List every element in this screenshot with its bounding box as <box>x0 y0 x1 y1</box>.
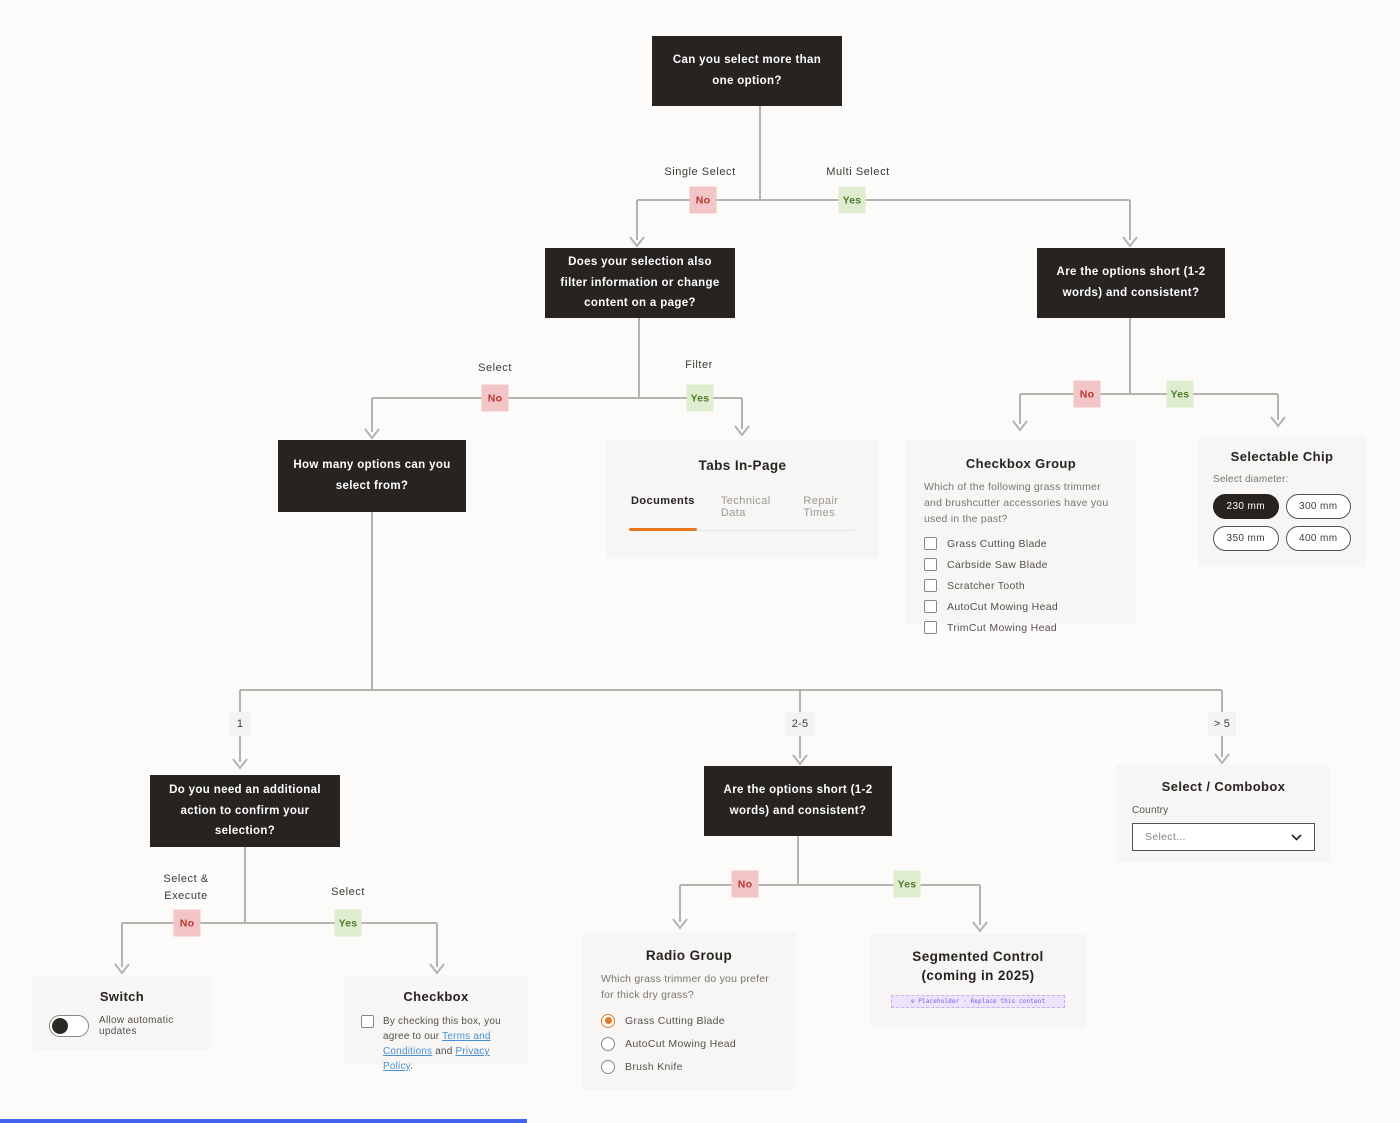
checkbox-icon[interactable] <box>924 579 937 593</box>
checkbox-label: TrimCut Mowing Head <box>947 621 1058 634</box>
radio-option[interactable]: Brush Knife <box>601 1059 777 1074</box>
checkbox-label: AutoCut Mowing Head <box>947 600 1059 613</box>
card-selectable-chip: Selectable Chip Select diameter: 230 mm … <box>1199 435 1365 565</box>
radio-option[interactable]: AutoCut Mowing Head <box>601 1036 777 1051</box>
card-subtitle: (coming in 2025) <box>921 968 1035 983</box>
question-text: Are the options short (1-2 words) and co… <box>1056 266 1206 299</box>
question-additional-action-confirm: Do you need an additional action to conf… <box>150 775 340 847</box>
radio-icon[interactable] <box>601 1036 615 1051</box>
card-tabs-in-page: Tabs In-Page Documents Technical Data Re… <box>607 440 878 557</box>
card-title: Checkbox <box>403 989 469 1004</box>
checkbox-icon[interactable] <box>924 537 937 551</box>
card-title: Checkbox Group <box>965 456 1077 471</box>
chip-no-short-top: No <box>1073 380 1101 408</box>
toggle-switch[interactable] <box>49 1015 89 1037</box>
card-title: Selectable Chip <box>1230 449 1334 464</box>
checkbox-label: Scratcher Tooth <box>947 579 1026 592</box>
tab-bar: Documents Technical Data Repair Times <box>607 495 878 531</box>
bottom-blue-strip <box>0 1119 527 1123</box>
chip-yes-short-top: Yes <box>1166 380 1194 408</box>
radio-selected-icon[interactable] <box>601 1013 615 1028</box>
tab-technical-data[interactable]: Technical Data <box>720 495 771 519</box>
radio-group-question: Which grass trimmer do you prefer for th… <box>601 973 769 1001</box>
checkbox-icon[interactable] <box>924 600 937 614</box>
card-radio-group: Radio Group Which grass trimmer do you p… <box>583 932 795 1088</box>
chip-count-gt5: > 5 <box>1207 712 1237 736</box>
question-how-many-options: How many options can you select from? <box>278 440 466 512</box>
radio-label: Grass Cutting Blade <box>625 1014 725 1027</box>
card-title: Switch <box>99 989 145 1004</box>
tab-documents[interactable]: Documents <box>629 495 697 531</box>
checkbox-option[interactable]: Scratcher Tooth <box>924 579 1118 593</box>
chip-no-single: No <box>689 186 717 214</box>
card-switch: Switch Allow automatic updates <box>33 975 211 1048</box>
checkbox-icon[interactable] <box>924 558 937 572</box>
checkbox-option[interactable]: Carbside Saw Blade <box>924 558 1118 572</box>
checkbox-label: Carbside Saw Blade <box>947 558 1048 571</box>
toggle-knob <box>52 1018 68 1034</box>
checkbox-option[interactable]: TrimCut Mowing Head <box>924 621 1118 635</box>
chip-yes-multi: Yes <box>838 186 866 214</box>
chip-350mm[interactable]: 350 mm <box>1213 526 1279 551</box>
question-text: Does your selection also filter informat… <box>560 255 720 310</box>
checkbox-label: Grass Cutting Blade <box>947 537 1047 550</box>
branch-label-select-2: Select <box>331 886 365 898</box>
question-text: Are the options short (1-2 words) and co… <box>723 784 873 817</box>
combobox-label: Country <box>1132 805 1169 816</box>
branch-label-single-select: Single Select <box>664 166 736 178</box>
card-segmented-control: Segmented Control (coming in 2025) ⊕ Pla… <box>871 934 1085 1027</box>
chevron-down-icon <box>1291 833 1302 841</box>
placeholder-bar: ⊕ Placeholder · Replace this content <box>891 995 1065 1008</box>
card-checkbox-group: Checkbox Group Which of the following gr… <box>906 440 1136 635</box>
country-select[interactable]: Select... <box>1132 823 1315 851</box>
radio-icon[interactable] <box>601 1059 615 1074</box>
chip-count-1: 1 <box>229 712 251 736</box>
switch-label: Allow automatic updates <box>99 1015 174 1037</box>
checkbox-option[interactable]: AutoCut Mowing Head <box>924 600 1118 614</box>
branch-label-select-execute: Select & Execute <box>163 872 209 902</box>
checkbox-icon[interactable] <box>361 1015 374 1028</box>
chip-no-short-bottom: No <box>731 870 759 898</box>
radio-label: AutoCut Mowing Head <box>625 1037 737 1050</box>
question-options-short-top: Are the options short (1-2 words) and co… <box>1037 248 1225 318</box>
checkbox-icon[interactable] <box>924 621 937 635</box>
chip-no-confirm: No <box>173 909 201 937</box>
card-title: Select / Combobox <box>1161 779 1286 794</box>
terms-link[interactable]: Terms and Conditions <box>383 1031 491 1057</box>
checkbox-group-question: Which of the following grass trimmer and… <box>924 481 1109 525</box>
question-selection-filters-content: Does your selection also filter informat… <box>545 248 735 318</box>
tab-repair-times[interactable]: Repair Times <box>803 495 839 519</box>
radio-option[interactable]: Grass Cutting Blade <box>601 1013 777 1028</box>
card-title: Radio Group <box>645 948 733 963</box>
chip-300mm[interactable]: 300 mm <box>1285 494 1351 519</box>
select-placeholder: Select... <box>1145 831 1186 843</box>
chip-count-2-5: 2-5 <box>785 712 815 736</box>
chip-group-label: Select diameter: <box>1213 474 1289 485</box>
checkbox-option[interactable]: Grass Cutting Blade <box>924 537 1118 551</box>
question-can-select-multiple: Can you select more than one option? <box>652 36 842 106</box>
checkbox-legal-text: By checking this box, you agree to our T… <box>383 1016 501 1072</box>
branch-label-filter: Filter <box>685 359 713 371</box>
question-text: Do you need an additional action to conf… <box>169 783 321 838</box>
chip-yes-short-bottom: Yes <box>893 870 921 898</box>
card-checkbox: Checkbox By checking this box, you agree… <box>345 975 527 1072</box>
chip-yes-confirm: Yes <box>334 909 362 937</box>
question-text: How many options can you select from? <box>293 459 451 492</box>
card-title: Segmented Control <box>912 949 1044 964</box>
tabs-divider <box>631 530 854 531</box>
branch-label-multi-select: Multi Select <box>826 166 890 178</box>
question-options-short-bottom: Are the options short (1-2 words) and co… <box>704 766 892 836</box>
chip-no-select: No <box>481 384 509 412</box>
chip-230mm[interactable]: 230 mm <box>1213 494 1279 519</box>
chip-yes-filter: Yes <box>686 384 714 412</box>
branch-label-select: Select <box>478 362 512 374</box>
chip-400mm[interactable]: 400 mm <box>1285 526 1351 551</box>
card-title: Tabs In-Page <box>698 458 787 473</box>
radio-label: Brush Knife <box>625 1060 683 1073</box>
question-text: Can you select more than one option? <box>672 54 822 87</box>
card-select-combobox: Select / Combobox Country Select... <box>1117 765 1330 860</box>
privacy-link[interactable]: Privacy Policy <box>383 1046 490 1072</box>
